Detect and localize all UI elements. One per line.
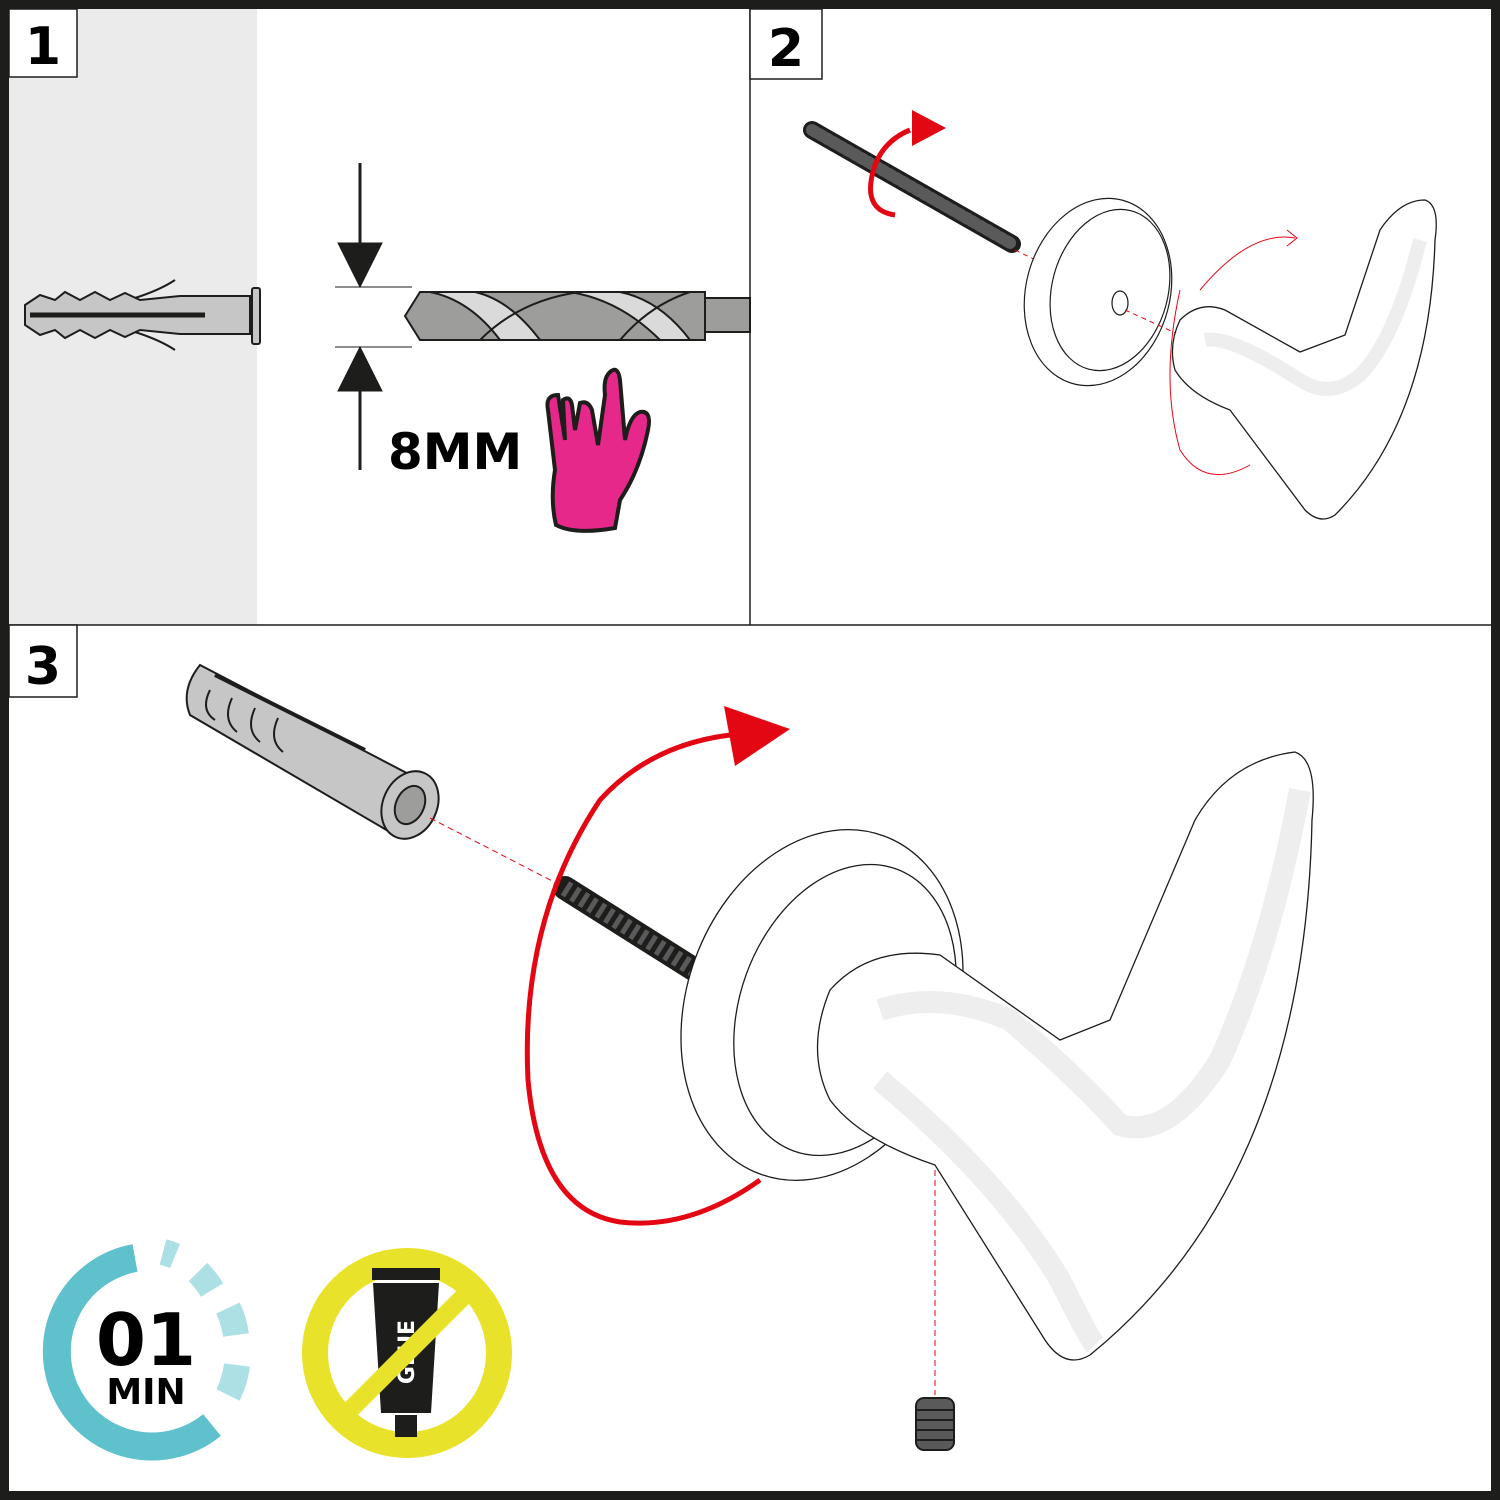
rock-hand-icon (545, 367, 651, 533)
drill-size-label: 8MM (388, 423, 522, 481)
rotation-arrow (524, 732, 762, 1226)
step-1-number: 1 (25, 17, 61, 77)
step-2-panel: 2 (749, 8, 1437, 520)
screw (553, 876, 707, 982)
time-unit: MIN (106, 1372, 185, 1413)
step-1-panel: 1 8MM (8, 8, 751, 625)
wall-plug (24, 279, 261, 351)
step-1-badge (8, 8, 78, 78)
hook (1171, 199, 1437, 520)
step-2-badge (749, 8, 823, 80)
drill-bit (403, 291, 751, 341)
no-glue-badge: GLUE (302, 1248, 512, 1458)
step-2-number: 2 (768, 19, 804, 79)
timer-ring-icon (42, 1244, 221, 1461)
rotation-arrowhead (912, 110, 946, 146)
wall-plug (185, 663, 440, 840)
grub-screw (915, 1397, 955, 1451)
time-badge: 01 MIN (42, 1239, 250, 1461)
rotation-arrowhead (724, 706, 790, 766)
step-3-badge (8, 624, 78, 698)
rosette-plate (1023, 197, 1173, 387)
screw (803, 121, 1021, 253)
dimension-indicator (335, 163, 412, 470)
step-3-number: 3 (25, 637, 61, 697)
rotation-arrow (868, 127, 911, 218)
step-3-panel: 3 (8, 624, 1314, 1461)
prohibition-icon (302, 1248, 512, 1458)
time-value: 01 (96, 1298, 196, 1382)
